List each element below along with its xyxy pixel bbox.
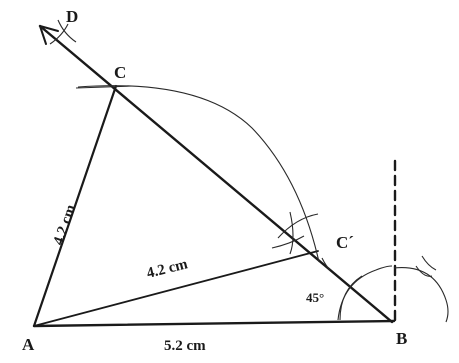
ray-arrowhead	[39, 25, 59, 45]
construction-arc-1	[277, 213, 319, 239]
point-label-c: C	[114, 63, 126, 82]
side-ac-prime	[33, 250, 319, 327]
arc-mark-c	[75, 85, 133, 89]
measure-ab: 5.2 cm	[164, 338, 206, 354]
side-ac	[32, 84, 118, 328]
point-label-b: B	[396, 329, 407, 348]
construction-mark-d1	[49, 23, 69, 45]
measure-ac: 4.2 cm	[51, 202, 80, 247]
construction-mark-c-prime	[321, 257, 331, 271]
point-label-a: A	[22, 335, 35, 354]
point-label-d: D	[66, 7, 78, 26]
compass-mark-b-upper	[421, 255, 437, 271]
construction-mark-d2	[57, 19, 77, 43]
compass-mark-b-top	[415, 265, 433, 277]
compass-arc-b-right	[393, 267, 449, 323]
construction-arc-2	[289, 211, 294, 255]
measure-ac-prime: 4.2 cm	[145, 256, 190, 282]
arc-radius-ac	[77, 85, 320, 263]
construction-arc-3	[271, 235, 305, 249]
compass-arc-b-left	[339, 275, 363, 321]
angle-label-b: 45°	[306, 290, 324, 305]
point-label-c-prime: C´	[336, 233, 354, 252]
side-ab	[32, 319, 396, 328]
ray-bd	[38, 24, 394, 324]
